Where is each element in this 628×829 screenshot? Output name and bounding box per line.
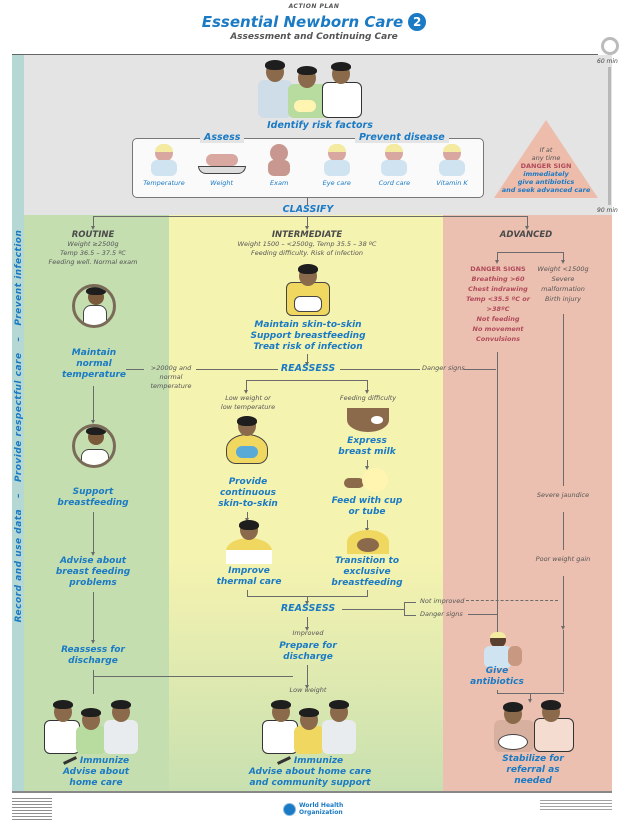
danger-signs-2: Danger signs	[420, 610, 463, 618]
page-title: Essential Newborn Care	[201, 13, 404, 31]
not-improved: Not improved	[420, 597, 465, 605]
thermometer-baby-icon: Temperature	[138, 144, 190, 194]
intermediate-header: INTERMEDIATE Weight 1500 – <2500g, Temp …	[237, 230, 377, 257]
low-weight-label: Low weight	[289, 686, 327, 694]
eye-drop-icon: Eye care	[311, 144, 363, 194]
severe-jaundice: Severe jaundice	[536, 491, 590, 499]
footer-fineprint-left	[12, 798, 52, 822]
express-breast-milk: Express breast milk	[338, 436, 396, 457]
reassess-2: REASSESS	[280, 603, 336, 614]
transition-breastfeeding-illustration	[347, 530, 389, 554]
poor-weight-gain: Poor weight gain	[535, 555, 591, 563]
danger-triangle	[494, 120, 598, 198]
advanced-other-criteria: Weight <1500g Severe malformation Birth …	[537, 265, 589, 303]
assess-box	[132, 138, 484, 198]
classify-branch	[93, 216, 527, 217]
header-rule	[12, 54, 598, 55]
syringe-icon	[62, 756, 77, 765]
stabilize-referral: Stabilize for referral as needed	[502, 754, 564, 786]
breastfeeding-circle-illustration	[72, 424, 116, 468]
prevent-label: Prevent disease	[355, 132, 449, 143]
who-logo: World Health Organization	[283, 802, 343, 816]
subtitle: Assessment and Continuing Care	[230, 32, 398, 42]
routine-family-illustration	[44, 698, 138, 754]
baby-antibiotics-illustration	[480, 632, 524, 670]
footer-fineprint-right	[540, 800, 612, 810]
routine-header: ROUTINE Weight ≥2500g Temp 36.5 – 37.5 º…	[48, 230, 138, 266]
header: ACTION PLAN Essential Newborn Care 2 Ass…	[0, 3, 628, 42]
routine-step-breastfeeding: Support breastfeeding	[57, 487, 129, 508]
improved-label: Improved	[292, 629, 324, 637]
classify-label: CLASSIFY	[282, 204, 334, 215]
danger-warning-text: If at any time DANGER SIGN immediately g…	[501, 146, 591, 194]
who-emblem-icon	[283, 802, 296, 816]
identify-risk-factors: Identify risk factors	[267, 120, 373, 131]
cord-care-icon: Cord care	[368, 144, 420, 194]
provide-skin-to-skin: Provide continuous skin-to-skin	[218, 477, 278, 509]
danger-signs-list: DANGER SIGNS Breathing >60 Chest indrawi…	[466, 265, 530, 343]
skin-to-skin-illustration	[286, 264, 330, 316]
give-antibiotics: Give antibiotics	[470, 666, 524, 687]
routine-step-normal-temp: Maintain normal temperature	[61, 348, 127, 380]
branch-low-weight: Low weight or low temperature	[220, 394, 276, 411]
branch-feeding: Feeding difficulty	[339, 394, 397, 402]
reassess-1: REASSESS	[280, 363, 336, 374]
improve-thermal-care: Improve thermal care	[216, 566, 282, 587]
kicker: ACTION PLAN	[288, 3, 340, 10]
assess-label: Assess	[200, 132, 245, 143]
intermediate-family-illustration	[262, 698, 356, 754]
scale-baby-icon: Weight	[196, 144, 248, 194]
routine-step-advise-problems: Advise about breast feeding problems	[55, 556, 131, 588]
routine-return-condition: >2000g and normal temperature	[150, 364, 192, 390]
feed-cup-tube: Feed with cup or tube	[331, 496, 403, 517]
clock-icon	[601, 37, 619, 55]
intermediate-actions: Maintain skin-to-skin Support breastfeed…	[250, 320, 366, 352]
bottom-rule	[12, 791, 612, 793]
family-illustration	[258, 58, 368, 118]
intermediate-final: Immunize Advise about home care and comm…	[248, 756, 372, 788]
cup-feeding-illustration	[344, 468, 388, 492]
sidebar	[12, 55, 24, 791]
badge: 2	[408, 13, 427, 31]
syringe-icon	[276, 756, 291, 765]
timeline-bar	[608, 67, 611, 205]
danger-signs-1: Danger signs	[422, 364, 465, 372]
prepare-for-discharge: Prepare for discharge	[279, 641, 337, 662]
transition-exclusive-bf: Transition to exclusive breastfeeding	[331, 556, 403, 588]
timeline-end: 90 min	[597, 207, 618, 214]
kangaroo-care-illustration	[226, 416, 268, 464]
injection-icon: Vitamin K	[426, 144, 478, 194]
express-milk-illustration	[347, 408, 389, 434]
timeline-start: 60 min	[597, 58, 618, 65]
routine-final: Immunize Advise about home care	[62, 756, 130, 788]
assess-icons: Temperature Weight Exam Eye care Cord ca…	[138, 144, 478, 194]
routine-step-reassess-discharge: Reassess for discharge	[61, 645, 125, 666]
advanced-title: ADVANCED	[499, 230, 553, 240]
baby-exam-icon: Exam	[253, 144, 305, 194]
mother-baby-circle-illustration	[72, 284, 116, 328]
thermal-care-illustration	[226, 520, 272, 564]
stabilize-illustration	[494, 700, 574, 752]
zone-advanced	[443, 215, 612, 791]
